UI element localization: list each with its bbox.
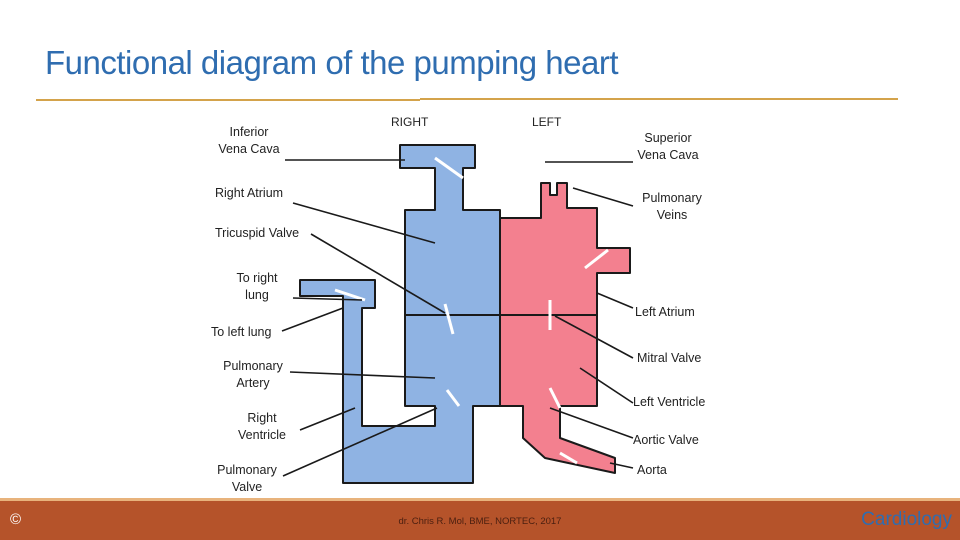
label-tricuspid-valve: Tricuspid Valve — [215, 226, 300, 240]
footer-top-line — [0, 498, 960, 501]
left-side-label: LEFT — [532, 115, 562, 129]
label-mitral-valve: Mitral Valve — [637, 351, 702, 365]
label-aorta: Aorta — [637, 463, 667, 477]
heart-svg: RIGHT LEFT — [281, 115, 634, 484]
right-side-label: RIGHT — [391, 115, 429, 129]
footer-brand: Cardiology — [861, 509, 952, 530]
pointer-lines — [281, 159, 634, 477]
label-left-ventricle: Left Ventricle — [633, 395, 706, 409]
label-pulmonary-artery: Pulmonary Artery — [223, 359, 283, 390]
footer-credit: dr. Chris R. Mol, BME, NORTEC, 2017 — [398, 516, 562, 527]
label-right-atrium: Right Atrium — [215, 186, 284, 200]
left-heart-shape — [499, 182, 631, 474]
flow-arrows — [334, 156, 609, 465]
label-left-atrium: Left Atrium — [635, 305, 695, 319]
slide-title: Functional diagram of the pumping heart — [45, 44, 619, 81]
label-aortic-valve: Aortic Valve — [633, 433, 699, 447]
right-heart-shape — [299, 144, 501, 484]
label-to-left-lung: To left lung — [211, 325, 272, 339]
footer-bar: © dr. Chris R. Mol, BME, NORTEC, 2017 Ca… — [0, 501, 960, 540]
label-to-right-lung: To right lung — [236, 271, 278, 302]
label-pulmonary-valve: Pulmonary Valve — [217, 463, 277, 494]
label-inferior-vena-cava: Inferior Vena Cava — [218, 125, 280, 156]
title-underline-left — [36, 99, 420, 101]
copyright-symbol: © — [10, 511, 22, 528]
heart-diagram: RIGHT LEFT Inferior Vena Cava Right Atri… — [205, 108, 720, 498]
label-pulmonary-veins: Pulmonary Veins — [642, 191, 702, 222]
title-underline-right — [420, 98, 898, 100]
label-right-ventricle: Right Ventricle — [238, 411, 286, 442]
label-superior-vena-cava: Superior Vena Cava — [637, 131, 699, 162]
